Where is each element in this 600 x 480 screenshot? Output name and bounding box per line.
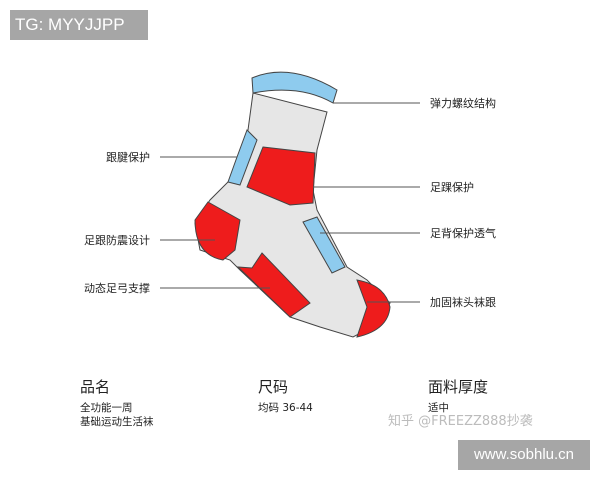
label-reinforced-toe-heel: 加固袜头袜跟 <box>430 296 496 309</box>
toe-cap <box>356 279 391 338</box>
spec-title: 面料厚度 <box>428 378 489 396</box>
label-ankle-protection: 足踝保护 <box>430 181 474 194</box>
spec-thickness: 面料厚度 适中 <box>428 376 488 415</box>
watermark-overlay: 知乎 @FREEZZ888抄袭 <box>388 414 533 429</box>
spec-line: 全功能一周 <box>80 402 133 414</box>
label-heel-shock: 足跟防震设计 <box>84 234 150 247</box>
heel-pad <box>194 201 241 261</box>
instep-panel <box>302 216 346 274</box>
arch-band <box>236 252 311 318</box>
spec-name: 品名 全功能一周 基础运动生活袜 <box>80 376 154 429</box>
spec-title: 品名 <box>80 378 111 396</box>
label-instep-breathable: 足背保护透气 <box>430 227 496 240</box>
spec-line: 基础运动生活袜 <box>80 416 154 428</box>
watermark-top: TG: MYYJJPP <box>10 10 148 40</box>
spec-line: 适中 <box>428 402 449 414</box>
ankle-band <box>246 146 316 206</box>
spec-line: 均码 36-44 <box>258 402 313 414</box>
watermark-bottom: www.sobhlu.cn <box>458 440 590 470</box>
label-elastic-rib: 弹力螺纹结构 <box>430 97 496 110</box>
spec-size: 尺码 均码 36-44 <box>258 376 313 415</box>
label-achilles-protection: 跟腱保护 <box>106 151 150 164</box>
label-arch-support: 动态足弓支撑 <box>84 282 150 295</box>
heel-tab <box>227 129 258 186</box>
spec-title: 尺码 <box>258 378 289 396</box>
